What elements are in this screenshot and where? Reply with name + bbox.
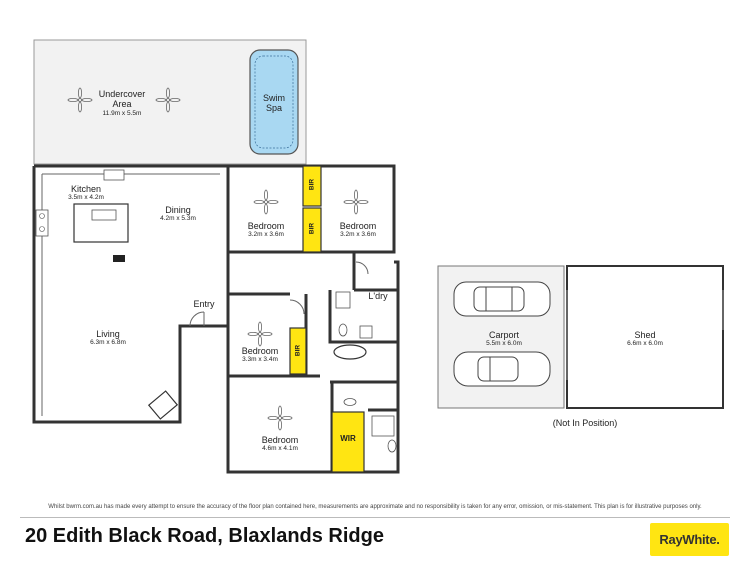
floor-plan xyxy=(32,39,724,474)
disclaimer: Whilst bwrm.com.au has made every attemp… xyxy=(48,504,702,510)
swim-spa-label: Swim Spa xyxy=(263,93,285,114)
bedroom-label: Bedroom 3.3m x 3.4m xyxy=(241,346,279,364)
laundry-label: L'dry xyxy=(368,291,388,301)
swim-spa-shape xyxy=(249,49,299,155)
bir-label: BIR xyxy=(308,222,316,235)
carport-label: Carport 5.5m x 6.0m xyxy=(486,330,522,348)
bathtub xyxy=(333,344,367,360)
shed-label: Shed 6.6m x 6.0m xyxy=(627,330,663,348)
fireplace xyxy=(147,390,179,420)
living-label: Living 6.3m x 6.8m xyxy=(90,329,126,347)
entry-label: Entry xyxy=(193,299,215,309)
kitchen-label: Kitchen 3.5m x 4.2m xyxy=(68,184,104,202)
bedroom-label: Bedroom 3.2m x 3.6m xyxy=(339,221,377,239)
not-in-position-note: (Not In Position) xyxy=(552,418,618,428)
bedroom-label: Bedroom 3.2m x 3.6m xyxy=(247,221,285,239)
bir-2 xyxy=(302,207,322,253)
bir-3 xyxy=(289,327,307,375)
wir-label: WIR xyxy=(340,434,356,443)
shed-shape xyxy=(566,265,724,409)
bir-1 xyxy=(302,165,322,207)
bir-label: BIR xyxy=(308,178,316,191)
car-icon xyxy=(453,281,551,317)
footer-divider xyxy=(20,517,730,518)
wir xyxy=(331,411,365,473)
car-icon xyxy=(453,351,551,387)
property-address: 20 Edith Black Road, Blaxlands Ridge xyxy=(25,525,384,547)
dining-label: Dining 4.2m x 5.3m xyxy=(160,205,196,223)
logo-text: RayWhite. xyxy=(659,532,720,547)
undercover-label: Undercover Area 11.9m x 5.5m xyxy=(98,89,146,117)
bir-label: BIR xyxy=(294,344,302,357)
bedroom-label: Bedroom 4.6m x 4.1m xyxy=(261,435,299,453)
raywhite-logo: RayWhite. xyxy=(650,523,729,556)
ceiling-fan-icons xyxy=(67,87,369,431)
